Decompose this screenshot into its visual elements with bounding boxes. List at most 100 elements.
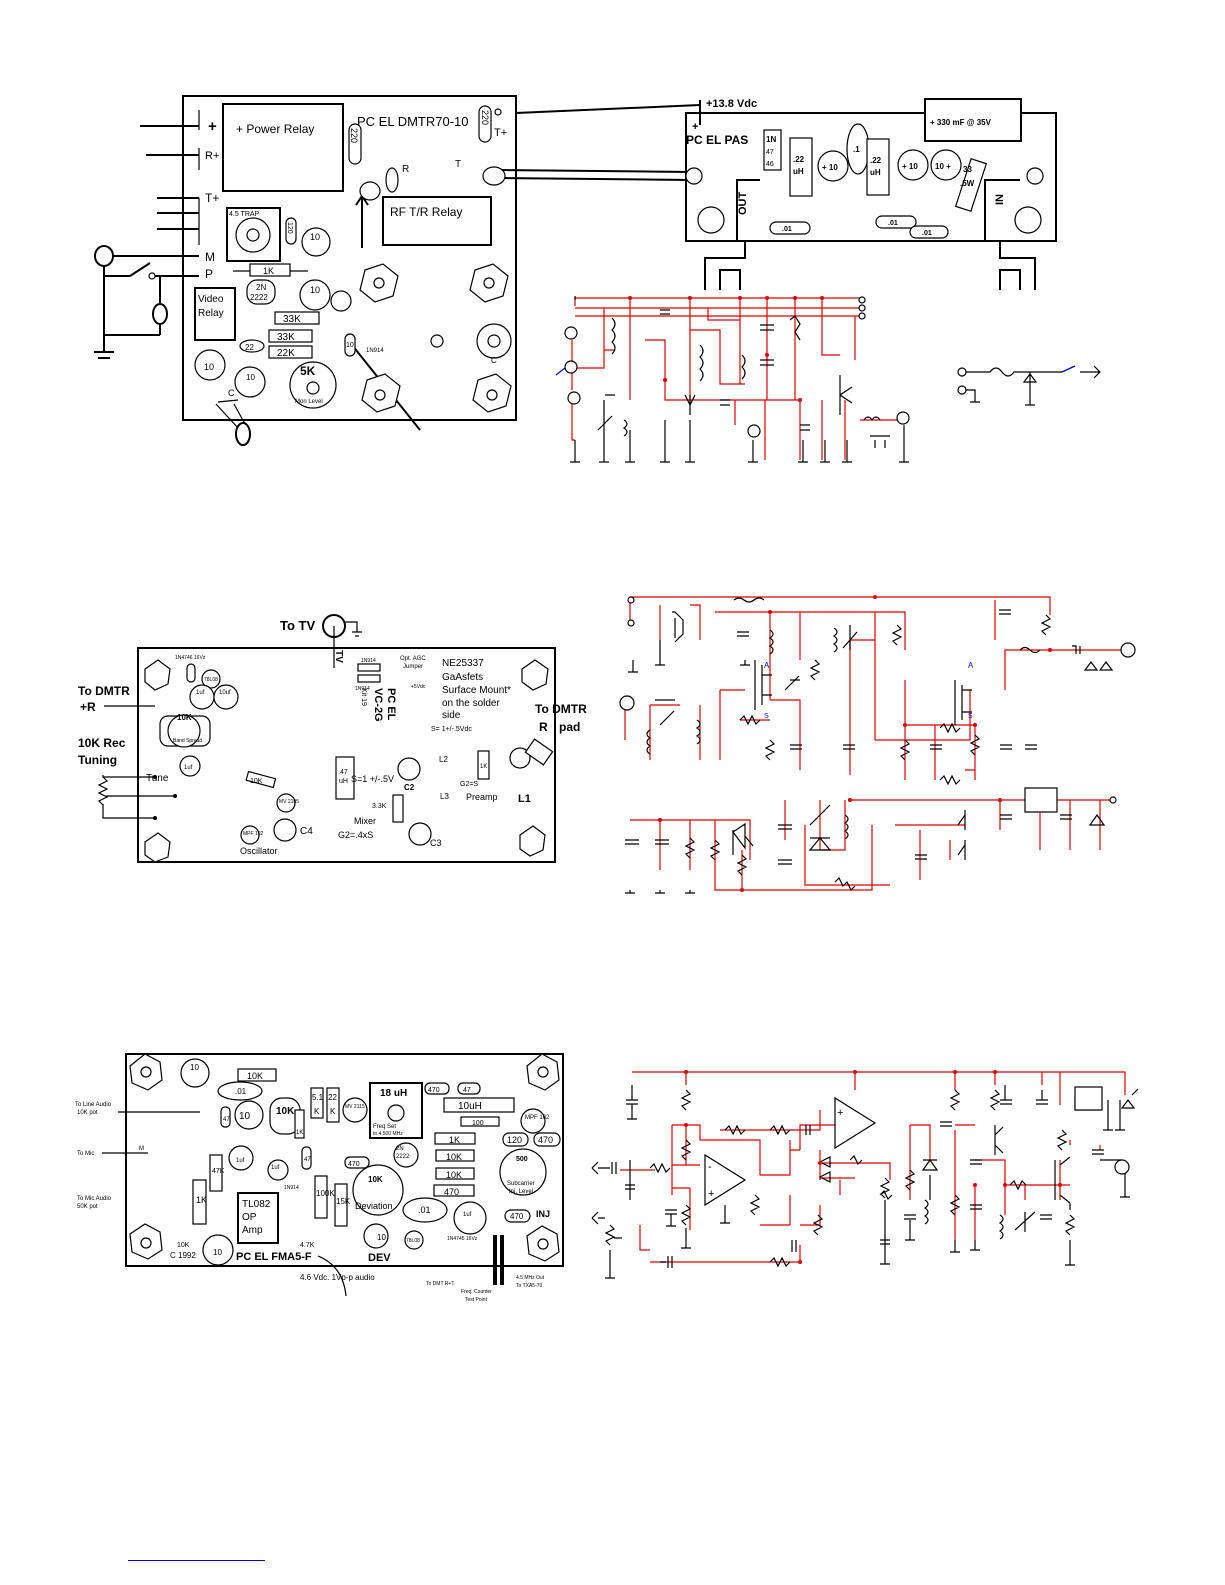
plus5-label: +5Vdc	[411, 684, 426, 690]
inj-label: INJ	[536, 1209, 550, 1219]
opamp-icon	[834, 1096, 877, 1150]
output-label: To TXA5-70	[516, 1283, 543, 1289]
subcarrier-label: Subcarrier	[507, 1181, 535, 1187]
cap-label: + 10	[822, 163, 838, 172]
footer-link[interactable]	[128, 1548, 265, 1561]
l3-label: L3	[440, 792, 449, 801]
pot-label: 500	[516, 1156, 528, 1163]
cap-120-label: 120	[286, 222, 293, 234]
cap-label: .01	[235, 1087, 247, 1096]
pad-t-plus-right-label: T+	[494, 127, 507, 139]
cap-220-label: 220	[480, 110, 490, 125]
cap-label: 47	[304, 1157, 311, 1163]
resistor-label: .5W	[960, 179, 975, 188]
pad-m-label: M	[205, 250, 215, 264]
board-outline	[182, 95, 517, 421]
cap-label: 47	[463, 1087, 471, 1094]
transistor-label: 2N	[256, 283, 266, 292]
power-relay	[222, 103, 344, 192]
subcarrier-pot	[499, 1148, 547, 1196]
g2-mixer-label: G2=.4xS	[338, 830, 373, 840]
fet-marker: A	[764, 661, 770, 670]
cap-label: 10	[190, 1063, 199, 1072]
zener-label: 1N	[766, 135, 776, 144]
resistor-33k-label: 33K	[277, 332, 295, 343]
fet-note: GaAsfets	[442, 672, 483, 683]
coax-connector-icon	[359, 181, 381, 201]
mounting-nuts	[359, 263, 512, 413]
power-relay-label: + Power Relay	[236, 122, 314, 136]
diode-label: 1N914	[284, 1185, 299, 1191]
cap-label: .01	[782, 226, 792, 233]
jack-icon	[152, 303, 168, 325]
pad-r-plus-label: R+	[205, 150, 219, 162]
cap-label: 1uf	[271, 1165, 280, 1171]
schematic-power-input	[957, 365, 1101, 406]
fma5f-board: To Line Audio 10K pot To Mic M To Mic Au…	[75, 1053, 564, 1303]
board-title: VC-2G	[372, 688, 384, 722]
resistor-label: 4.7K	[300, 1242, 315, 1249]
mpf-label: MPF 102	[243, 831, 264, 837]
deviation-pot	[352, 1164, 404, 1216]
m-label: M	[139, 1146, 144, 1152]
resistor-label: 100K	[316, 1189, 335, 1198]
heatsink	[704, 240, 1036, 290]
to-dmt-label: To DMT R+T	[426, 1281, 454, 1287]
transistor-label: 2222	[250, 293, 268, 302]
tune-label: Tune	[146, 773, 169, 784]
mounting-screw-icon	[1014, 206, 1042, 234]
board-title: PC EL FMA5-F	[236, 1251, 312, 1263]
inductor-label: 18 uH	[380, 1088, 407, 1099]
cap-label: 1uf	[463, 1212, 472, 1218]
cap-10-label: 10	[204, 362, 214, 372]
resistor-label: 22	[328, 1093, 337, 1102]
video-relay	[194, 287, 236, 341]
resistor-label: 10K	[250, 778, 263, 785]
to-dmtr-label: To DMTR	[78, 684, 130, 698]
cap-label: .01	[418, 1205, 431, 1215]
resistor-label: 33	[963, 165, 972, 174]
oscillator-label: Oscillator	[240, 846, 278, 856]
resistor-label: 10K	[247, 1071, 263, 1081]
to-tv-label: To TV	[280, 618, 315, 633]
transistor-label: 2222	[396, 1154, 410, 1160]
coax-connector-icon	[685, 167, 703, 185]
mpf-label: MPF 102	[525, 1115, 550, 1121]
opamp-minus: -	[708, 1161, 712, 1173]
fet-note: side	[442, 710, 461, 721]
opamp-plus: +	[708, 1188, 714, 1200]
dmtr-board: + R+ T+ M P + Power Relay PC EL DMTR70-1…	[94, 95, 701, 446]
cap-label: .1	[853, 145, 860, 154]
to-dmtr-label: +R	[80, 700, 96, 714]
pot-label: 10K	[177, 713, 192, 722]
cap-10-label: 10	[346, 342, 354, 349]
fet-note: NE25337	[442, 658, 484, 669]
fet-marker: S	[764, 713, 769, 720]
resistor-label: 100	[472, 1120, 484, 1127]
cap-label: 47	[223, 1117, 230, 1123]
kit-label: Kit 19	[360, 688, 367, 706]
diode-label: 1N914	[361, 658, 376, 664]
inductor-label: uH	[793, 167, 804, 176]
preamp-label: Preamp	[466, 792, 498, 802]
l2-label: L2	[439, 755, 448, 764]
varactor-label: MV 2105	[279, 799, 299, 805]
fet-marker: A	[968, 661, 974, 670]
cap-label: 10	[213, 1248, 222, 1257]
g2s-label: G2=S	[460, 781, 478, 788]
cap-22-label: 22	[245, 343, 254, 352]
cap-label: 470	[510, 1212, 524, 1221]
output-coax-icon	[493, 1235, 504, 1285]
resistor-label: 10K	[446, 1170, 462, 1180]
rec-tuning-label: 10K Rec	[78, 736, 126, 750]
agc-label: Jumper	[403, 664, 423, 670]
switch-icon	[129, 262, 151, 277]
rf-tr-relay	[382, 196, 492, 246]
cap-label: 1uf	[236, 1158, 245, 1164]
mounting-nuts	[129, 1053, 560, 1262]
fet-note: Surface Mount*	[442, 685, 511, 696]
cap-label: 10	[239, 1111, 251, 1122]
freq-counter-label: Test Point	[465, 1297, 488, 1303]
schematic-pas-tr	[555, 296, 910, 463]
pad-r-label: R	[402, 164, 409, 175]
